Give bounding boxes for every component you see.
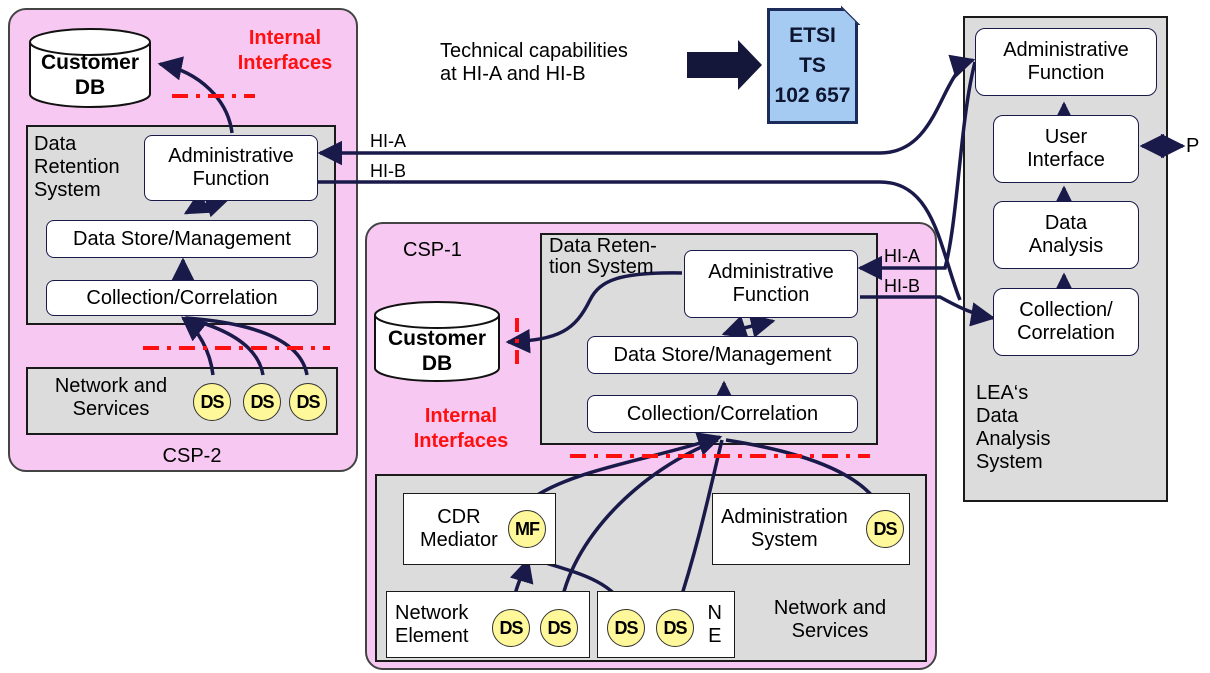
lea-admin-function-label: Administrative Function bbox=[1003, 39, 1129, 84]
csp1-label: CSP-1 bbox=[403, 239, 462, 261]
csp2-ds-2: DS bbox=[243, 383, 281, 421]
hia-csp1-line bbox=[857, 61, 977, 281]
ne-label: N E bbox=[707, 601, 722, 647]
etsi-line2: TS bbox=[799, 54, 826, 77]
csp2-ds2-link bbox=[184, 316, 265, 376]
csp2-ds-1: DS bbox=[193, 383, 231, 421]
hib-label-csp2: HI-B bbox=[370, 161, 406, 181]
etsi-arrow bbox=[687, 40, 762, 90]
lea-collection-label: Collection/ Correlation bbox=[1017, 299, 1115, 344]
csp1-admin-function-label: Administrative Function bbox=[708, 261, 834, 306]
network-element-label: Network Element bbox=[395, 601, 469, 647]
csp2-ds3-link bbox=[185, 316, 309, 376]
mf-circle: MF bbox=[508, 510, 546, 548]
csp1-ds-1: DS bbox=[492, 609, 530, 647]
csp2-drs-label: Data Retention System bbox=[34, 133, 120, 201]
administration-system-label: Administration System bbox=[721, 506, 848, 551]
mf-link bbox=[528, 432, 723, 502]
csp2-network-box bbox=[26, 367, 338, 435]
lea-data-analysis-label: Data Analysis bbox=[1028, 212, 1104, 257]
csp2-collection: Collection/Correlation bbox=[46, 280, 318, 316]
csp2-admin-function: Administrative Function bbox=[144, 135, 318, 201]
csp1-ds-4: DS bbox=[656, 609, 694, 647]
lea-data-analysis: Data Analysis bbox=[993, 201, 1139, 269]
csp2-db-to-admin-link bbox=[157, 56, 234, 134]
caption-technical-capabilities: Technical capabilities at HI-A and HI-B bbox=[440, 40, 628, 85]
csp2-admin-store-link bbox=[183, 191, 231, 218]
lea-user-interface-label: User Interface bbox=[1027, 126, 1105, 171]
csp2-customer-db-label: Customer DB bbox=[40, 51, 140, 99]
administration-system-ds: DS bbox=[866, 510, 904, 548]
csp2-data-store-label: Data Store/Management bbox=[73, 228, 291, 250]
csp2-collection-label: Collection/Correlation bbox=[86, 287, 278, 309]
csp1-customer-db-label: Customer DB bbox=[387, 327, 487, 375]
etsi-document: ETSI TS 102 657 bbox=[767, 8, 858, 124]
csp1-data-store-label: Data Store/Management bbox=[613, 344, 832, 366]
hib-label-csp1: HI-B bbox=[884, 276, 920, 296]
csp2-internal-interfaces: Internal Interfaces bbox=[237, 27, 333, 74]
cdr-mediator-label: CDR Mediator bbox=[420, 506, 498, 551]
lea-collection: Collection/ Correlation bbox=[993, 288, 1139, 356]
cdr-mediator-box: CDR Mediator bbox=[403, 493, 556, 565]
csp1-collection-label: Collection/Correlation bbox=[626, 403, 819, 425]
csp1-admin-function: Administrative Function bbox=[684, 250, 858, 318]
csp2-data-store: Data Store/Management bbox=[46, 220, 318, 258]
csp2-admin-function-label: Administrative Function bbox=[168, 145, 294, 190]
csp1-db-admin-link bbox=[505, 271, 683, 354]
csp1-data-store: Data Store/Management bbox=[587, 336, 858, 374]
csp1-drs-label: Data Reten- tion System bbox=[549, 235, 657, 278]
hib-csp2-line bbox=[318, 180, 962, 301]
csp2-ds1-link bbox=[181, 316, 215, 376]
csp1-internal-interfaces: Internal Interfaces bbox=[413, 405, 509, 452]
csp1-ds-2: DS bbox=[540, 609, 578, 647]
p-label: P bbox=[1186, 135, 1200, 157]
cdr-ds-link bbox=[558, 438, 719, 611]
csp2-db-cylinder bbox=[29, 42, 151, 108]
hib-csp1-line bbox=[860, 295, 996, 327]
csp2-network-services-label: Network and Services bbox=[54, 375, 168, 420]
hia-label-csp2: HI-A bbox=[370, 131, 406, 151]
csp2-ds-3: DS bbox=[289, 383, 327, 421]
csp1-network-services-label: Network and Services bbox=[773, 597, 887, 642]
lea-label: LEA‘s Data Analysis System bbox=[976, 382, 1051, 473]
lea-user-interface: User Interface bbox=[993, 115, 1139, 183]
csp2-label: CSP-2 bbox=[162, 445, 222, 467]
csp1-db-cylinder bbox=[374, 315, 500, 382]
lea-admin-function: Administrative Function bbox=[975, 28, 1157, 96]
etsi-line3: 102 657 bbox=[774, 84, 851, 107]
hia-label-csp1: HI-A bbox=[884, 246, 920, 266]
csp1-collection: Collection/Correlation bbox=[587, 395, 858, 433]
etsi-line1: ETSI bbox=[789, 24, 836, 47]
csp1-ds-3: DS bbox=[607, 609, 645, 647]
hia-csp2-line bbox=[317, 54, 976, 166]
csp1-admin-store-link bbox=[721, 314, 776, 339]
